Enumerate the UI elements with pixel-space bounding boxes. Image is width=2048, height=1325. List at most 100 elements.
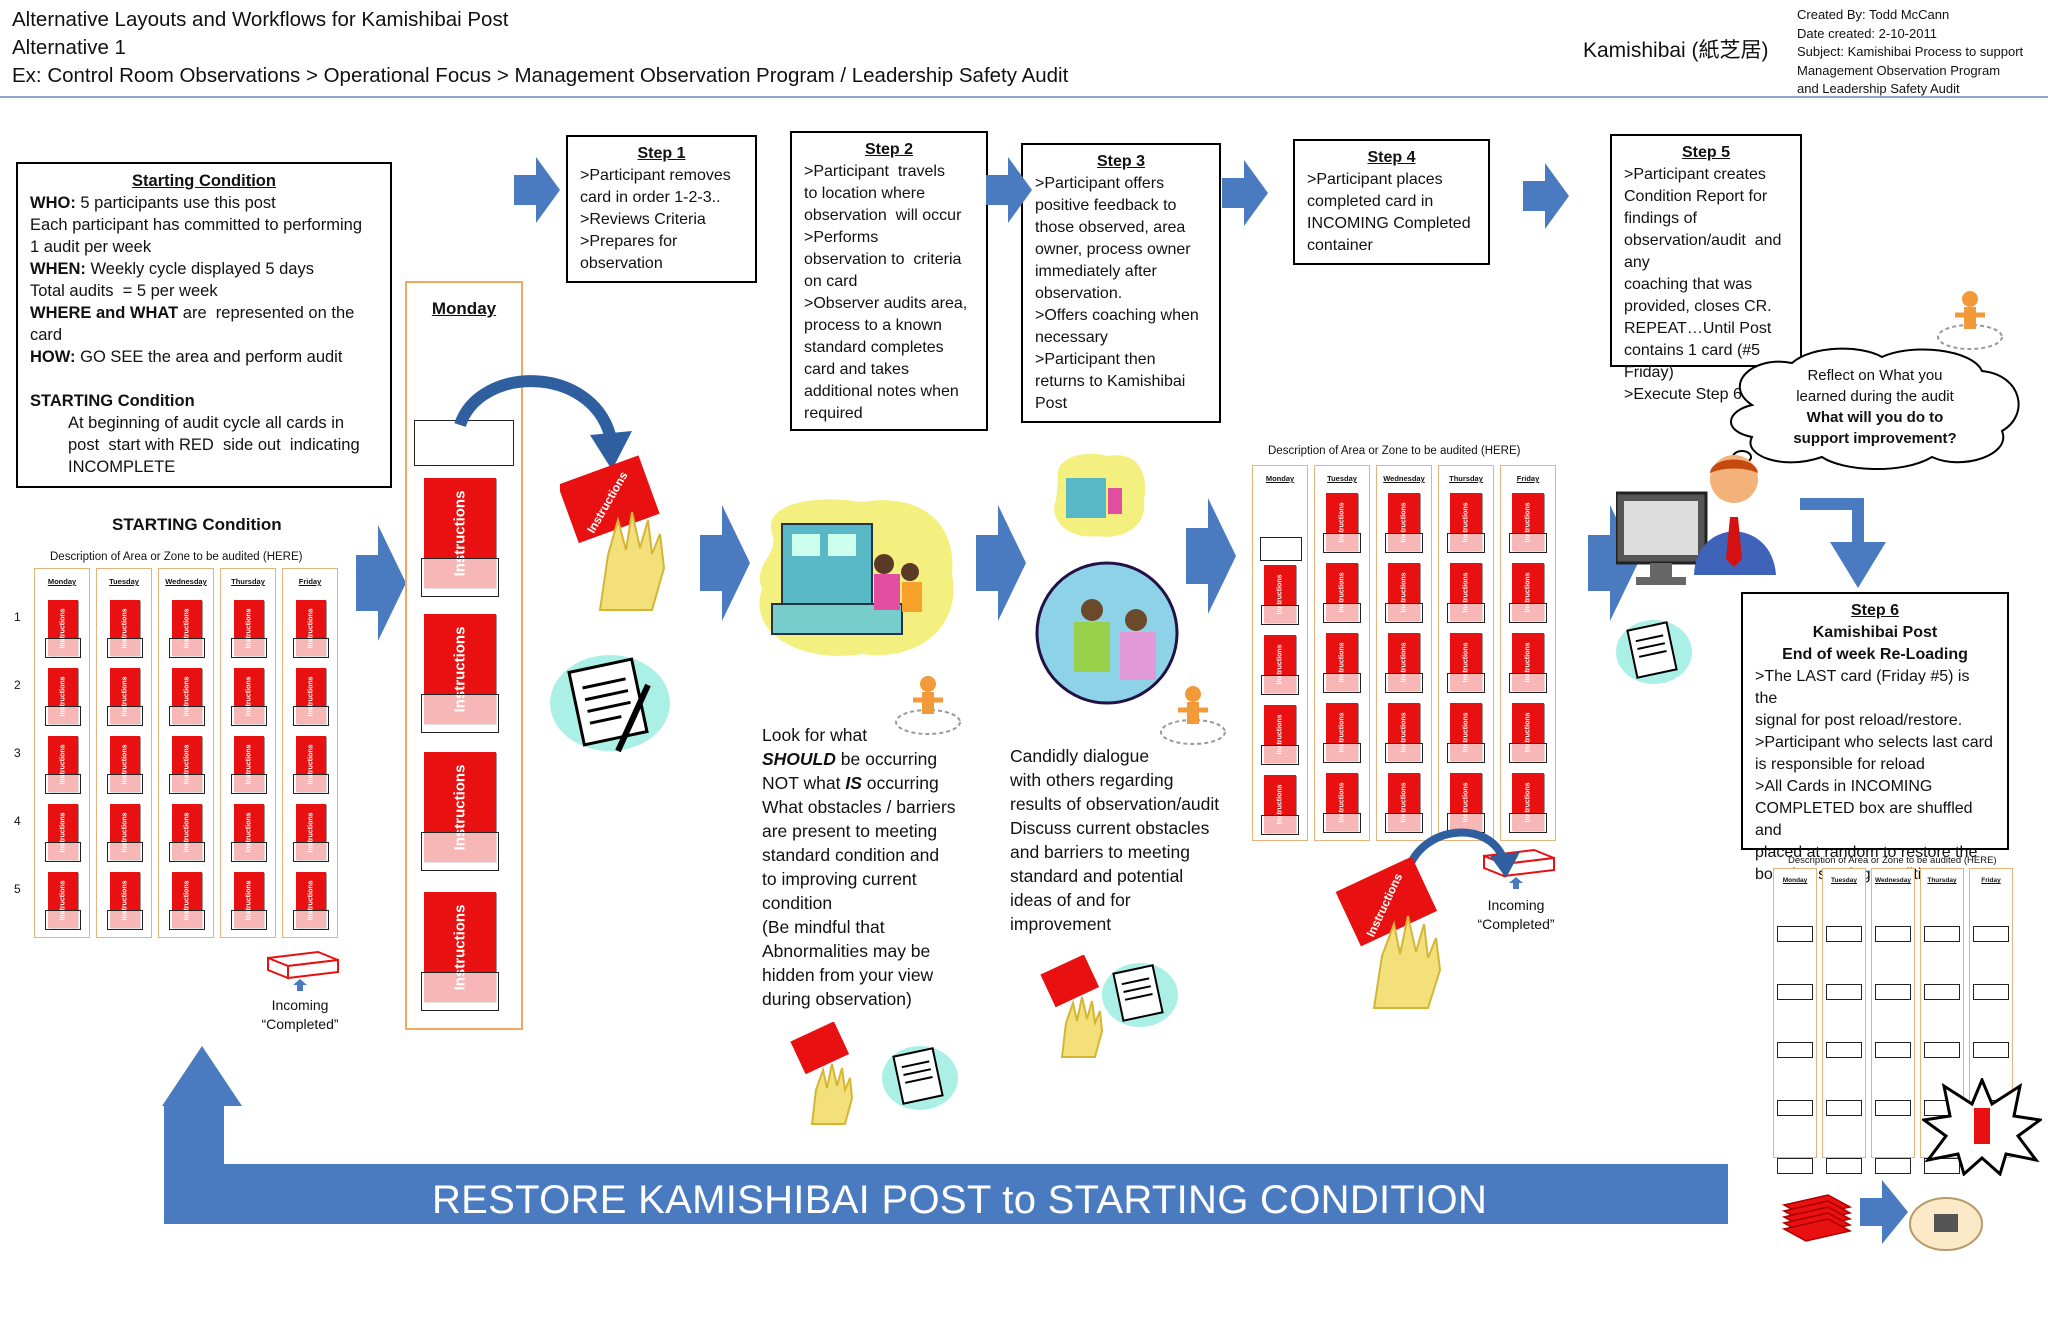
board-day-header: Wednesday [1874,877,1911,884]
where-label: WHERE and WHAT [30,304,179,322]
card-slot [1385,743,1423,763]
board-day-header: Tuesday [1831,877,1857,884]
empty-slot [1777,926,1813,942]
empty-slot [1260,537,1302,561]
card-slot [169,638,205,658]
dialogue-line: and barriers to meeting [1010,842,1190,862]
board-day-header: Friday [1981,877,2001,884]
empty-slot [1826,984,1862,1000]
observe-line: NOT what IS occurring [762,773,939,793]
observe-line: hidden from your view [762,965,934,985]
empty-slot [1777,1100,1813,1116]
empty-slot [1973,984,2009,1000]
card-slot [231,910,267,930]
card-slot [1509,533,1547,553]
step-6-line: is responsible for reload [1755,756,1925,773]
card-slot [107,774,143,794]
card-slot [107,638,143,658]
step-5-line: findings of [1624,210,1697,227]
incoming-box-left [267,950,339,980]
how-text: GO SEE the area and perform audit [75,348,343,366]
empty-slot [414,420,514,466]
incoming-label-left-1: Incoming [271,997,329,1013]
empty-slot [1826,1042,1862,1058]
step-1-title: Step 1 [637,145,686,162]
board-day-header: Thursday [1927,877,1957,884]
when-line: WHEN: Weekly cycle displayed 5 days [30,258,378,280]
last-card-starburst [1922,1078,2042,1176]
figure-circle-icon-1 [895,676,961,735]
step-3-line: necessary [1035,329,1108,346]
card-slot [1261,745,1299,765]
step-1-line: >Reviews Criteria [580,211,706,228]
board-day-header: Monday [47,577,77,586]
small-control-room-icon [1054,453,1146,537]
empty-slot [1875,1100,1911,1116]
card-slot [293,638,329,658]
card-slot [1261,675,1299,695]
step-3-line: observation. [1035,285,1123,302]
step-1-line: card in order 1-2-3.. [580,189,721,206]
card-slot [421,832,499,871]
step-1-line: >Prepares for [580,233,678,250]
who-label: WHO: [30,194,76,212]
step-2-line: >Observer audits area, [804,295,968,312]
center-title: Kamishibai (紙芝居) [1583,39,1769,62]
flow-arrow-5 [356,525,406,641]
row-number: 4 [14,814,21,828]
starting-line-2: post start with RED side out indicating [68,436,360,454]
notepad-icon [550,655,670,753]
step-6-line: >The LAST card (Friday #5) is the [1755,668,1974,707]
card-slot [169,842,205,862]
card-slot [231,706,267,726]
how-label: HOW: [30,348,76,366]
card-slot [1447,743,1485,763]
board-day-header: Monday [1782,877,1808,884]
who-text: 5 participants use this post [75,194,276,212]
observe-line: Look for what [762,725,868,745]
step-2-line: observation to criteria [804,251,962,268]
step-6-line: >All Cards in INCOMING [1755,778,1933,795]
step-2-title: Step 2 [864,141,913,158]
empty-slot [1924,984,1960,1000]
empty-slot [1826,1158,1862,1174]
step-5-line: >Execute Step 6 [1624,386,1742,403]
card-slot [231,638,267,658]
step-2-line: standard completes [804,339,944,356]
card-slot [1323,533,1361,553]
step-6-subtitle-1: Kamishibai Post [1812,624,1938,641]
card-stack-icon [1782,1194,1853,1242]
left-board-desc: Description of Area or Zone to be audite… [50,551,303,563]
right-board: Monday Tuesday Wednesday Thursday Friday [1773,868,2013,1174]
board-day-header: Friday [298,577,322,586]
meta-block: Created By: Todd McCann Date created: 2-… [1797,6,2023,99]
card-slot [169,910,205,930]
card-slot [293,910,329,930]
step-4-line: >Participant places [1307,171,1443,188]
dialogue-line: Discuss current obstacles [1010,818,1210,838]
incoming-label-left-2: “Completed” [261,1016,339,1032]
who-line-2: Each participant has committed to perfor… [30,216,362,234]
card-slot [45,774,81,794]
breadcrumb: Ex: Control Room Observations > Operatio… [12,64,1069,87]
meta-subject-1: Subject: Kamishibai Process to support [1797,44,2024,59]
step-2-line: on card [804,273,858,290]
small-notepad-icon-1 [882,1046,958,1110]
card-slot [45,706,81,726]
card-slot [1509,743,1547,763]
empty-slot [1826,1100,1862,1116]
card-slot [45,842,81,862]
hand-holding-card-icon: Instructions [560,455,666,611]
card-slot [1509,673,1547,693]
starting-label: STARTING Condition [30,392,195,410]
step-5-line: contains 1 card (#5 Friday) [1624,342,1765,381]
where-line-2: card [30,326,63,344]
observe-line: standard condition and [762,845,940,865]
card-slot [1261,605,1299,625]
header-divider [0,96,2048,98]
thought-bubble-text: Reflect on What you learned during the a… [1760,365,1990,449]
step-2-line: observation will occur [804,207,962,224]
